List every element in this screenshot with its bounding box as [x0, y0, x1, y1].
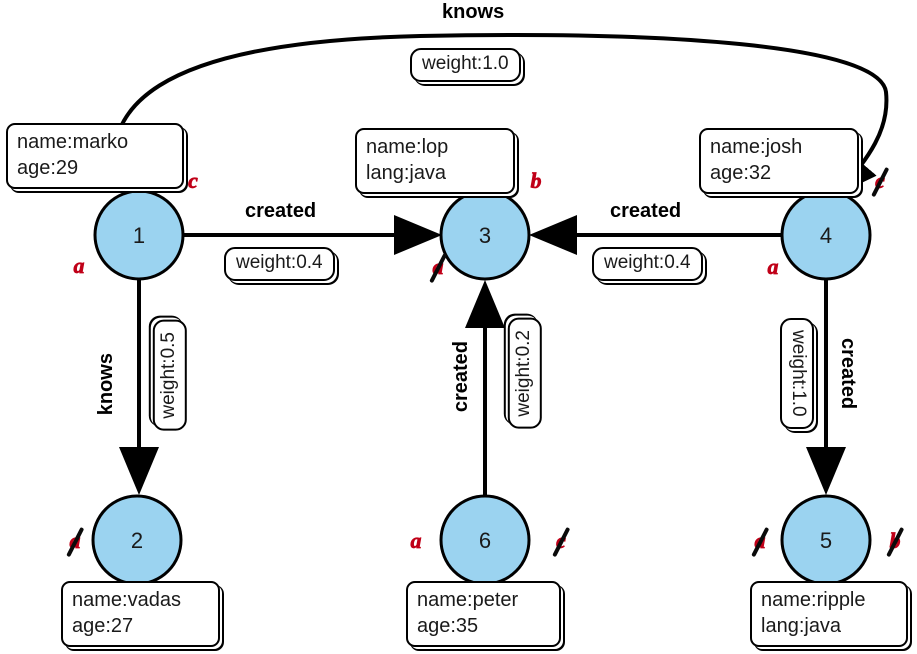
node-5-prop-name: name:ripple	[761, 589, 866, 611]
edge-label-knows-1-4: knows	[442, 1, 505, 24]
node-2-prop-age: age:27	[72, 614, 134, 637]
node-5-number: 5	[820, 528, 832, 553]
node-1-prop-name: name:marko	[17, 131, 129, 153]
edge-weight-knows-1-4: weight:1.0	[410, 48, 521, 82]
edge-weight-knows-1-2: weight:0.5	[153, 320, 187, 431]
node-6-properties: name:peter age:35	[406, 581, 561, 648]
node-2-number: 2	[131, 528, 143, 553]
mark-node-4-c-struck: c	[869, 166, 891, 198]
node-4-prop-name: name:josh	[710, 136, 803, 158]
mark-node-1-c: c	[188, 168, 198, 193]
edge-label-created-4-5: created	[837, 338, 860, 410]
mark-node-4-a: a	[767, 254, 779, 279]
node-3-number: 3	[479, 223, 491, 248]
node-3-prop-lang: lang:java	[366, 161, 447, 184]
mark-node-5-b-struck: b	[884, 526, 906, 558]
mark-node-5-a-struck: a	[749, 526, 771, 558]
node-1-properties: name:marko age:29	[6, 123, 184, 190]
node-2-prop-name: name:vadas	[72, 589, 181, 611]
node-2-properties: name:vadas age:27	[61, 581, 220, 648]
edge-label-knows-1-2: knows	[95, 353, 118, 416]
node-1-circle[interactable]	[93, 189, 185, 281]
edge-label-created-1-3: created	[245, 200, 317, 223]
edge-label-created-4-3: created	[610, 200, 682, 223]
node-1-prop-age: age:29	[17, 156, 79, 179]
node-4-number: 4	[820, 223, 832, 248]
edge-label-created-6-3: created	[450, 341, 473, 413]
node-6-prop-name: name:peter	[417, 589, 519, 611]
node-6-prop-age: age:35	[417, 614, 479, 637]
node-3-prop-name: name:lop	[366, 136, 449, 158]
mark-node-3-b: b	[530, 168, 542, 193]
mark-node-6-c-struck: c	[550, 526, 572, 558]
edge-weight-created-1-3: weight:0.4	[224, 247, 335, 281]
mark-node-1-a: a	[73, 253, 85, 278]
node-5-prop-lang: lang:java	[761, 614, 842, 637]
node-6-number: 6	[479, 528, 491, 553]
node-3-properties: name:lop lang:java	[355, 128, 515, 195]
mark-node-6-a: a	[410, 528, 422, 553]
edge-weight-created-6-3: weight:0.2	[508, 318, 542, 429]
node-5-properties: name:ripple lang:java	[750, 581, 908, 648]
edge-weight-created-4-5: weight:1.0	[780, 318, 814, 429]
node-1-number: 1	[133, 223, 145, 248]
mark-node-3-a-struck: a	[427, 252, 449, 284]
edge-knows-1-4	[111, 32, 889, 195]
node-4-prop-age: age:32	[710, 161, 772, 184]
mark-node-2-a-struck: a	[64, 526, 86, 558]
node-4-properties: name:josh age:32	[699, 128, 859, 195]
edge-weight-created-4-3: weight:0.4	[592, 247, 703, 281]
